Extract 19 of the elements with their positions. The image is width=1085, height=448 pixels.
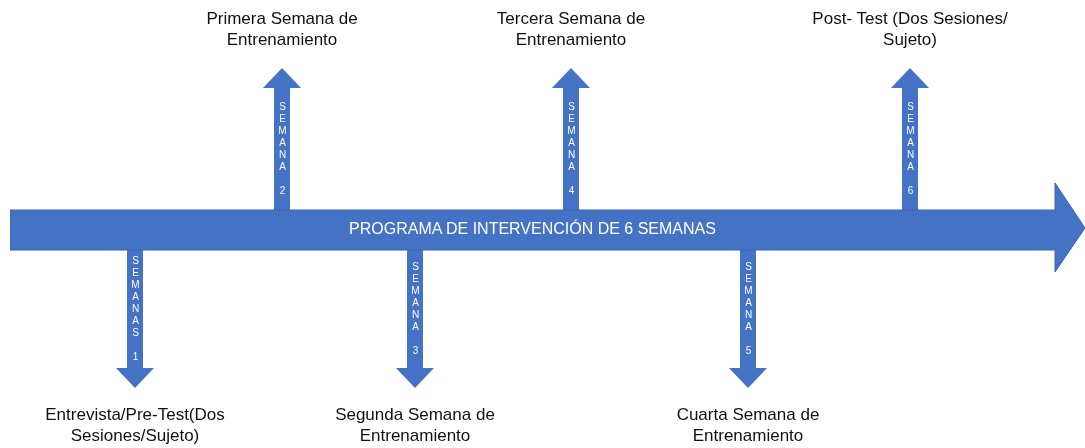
timeline-title: PROGRAMA DE INTERVENCIÓN DE 6 SEMANAS xyxy=(348,219,717,239)
arrow xyxy=(552,68,590,210)
arrow xyxy=(729,250,767,388)
arrow xyxy=(396,250,434,388)
milestone-text: Entrevista/Pre-Test(Dos Sesiones/Sujeto) xyxy=(15,404,255,446)
milestone-text: Segunda Semana de Entrenamiento xyxy=(295,404,535,446)
milestone-text: Tercera Semana de Entrenamiento xyxy=(451,8,691,50)
edge-label: SEMANA 6 xyxy=(904,101,917,197)
arrow xyxy=(263,68,301,210)
milestone-text: Post- Test (Dos Sesiones/ Sujeto) xyxy=(790,8,1030,50)
edge-label: SEMANA 2 xyxy=(276,101,289,197)
edge-label: SEMANA 3 xyxy=(409,261,422,357)
arrow xyxy=(891,68,929,210)
edge-label: SEMANAS 1 xyxy=(129,255,142,363)
milestone-text: Cuarta Semana de Entrenamiento xyxy=(628,404,868,446)
arrow xyxy=(116,250,154,388)
edge-label: SEMANA 5 xyxy=(742,261,755,357)
edge-label: SEMANA 4 xyxy=(565,101,578,197)
milestone-text: Primera Semana de Entrenamiento xyxy=(162,8,402,50)
